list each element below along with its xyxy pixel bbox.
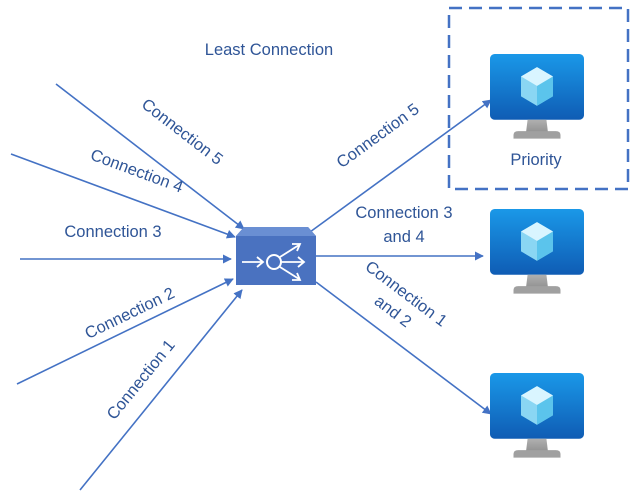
outgoing-line-priority [309, 99, 492, 233]
virtual-machine-icon [490, 209, 584, 294]
priority-box [447, 6, 630, 191]
incoming-line-2 [16, 278, 234, 385]
virtual-machine-icon [490, 373, 584, 458]
outgoing-label-middle-line2: and 4 [383, 228, 424, 246]
outgoing-label-middle-line1: Connection 3 [355, 204, 452, 222]
virtual-machine-icon [490, 54, 584, 139]
incoming-label-3: Connection 3 [64, 223, 161, 241]
load-balancer-icon [236, 227, 316, 285]
incoming-label-4: Connection 4 [88, 146, 185, 197]
outgoing-label-priority: Connection 5 [333, 100, 422, 172]
outgoing-line-bottom [315, 281, 492, 415]
incoming-line-1 [79, 289, 243, 491]
incoming-line-5 [55, 83, 245, 230]
priority-label: Priority [510, 151, 562, 169]
incoming-line-4 [10, 153, 236, 239]
incoming-label-1: Connection 1 [104, 336, 179, 423]
diagram-title: Least Connection [205, 41, 333, 59]
